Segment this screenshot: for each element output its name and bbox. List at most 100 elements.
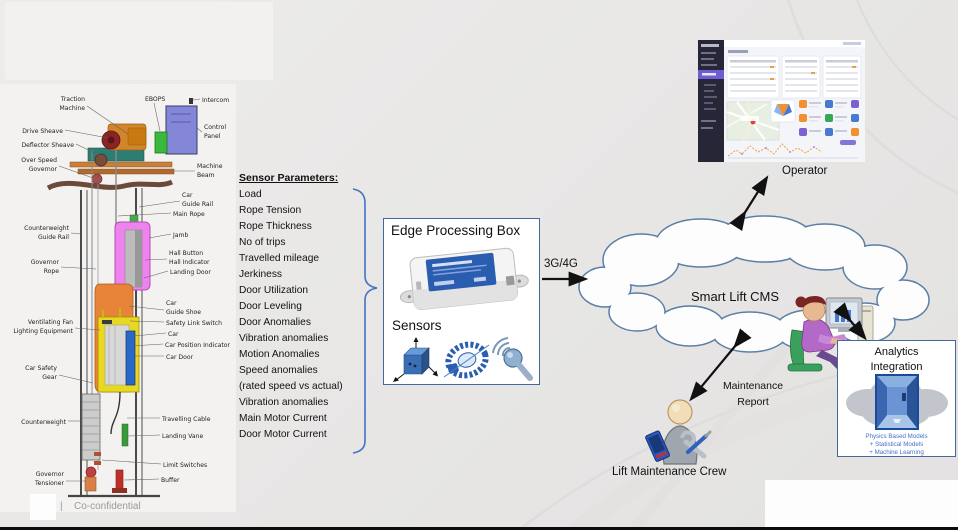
sensor-parameter-item: Travelled mileage xyxy=(239,253,320,264)
svg-text:Traction: Traction xyxy=(60,96,85,103)
edge-processing-box-title: Edge Processing Box xyxy=(391,223,521,238)
proximity-sensor-icon xyxy=(492,337,533,381)
sensor-parameter-item: Rope Thickness xyxy=(239,221,312,232)
svg-text:Limit Switches: Limit Switches xyxy=(163,462,207,469)
svg-text:Control: Control xyxy=(204,124,226,131)
sensor-parameters-brace xyxy=(352,188,378,454)
edge-processing-box: Edge Processing Box Sensors xyxy=(383,218,540,385)
sensor-parameter-item: Vibration anomalies xyxy=(239,333,329,344)
svg-text:Governor: Governor xyxy=(29,166,58,173)
svg-text:Landing Door: Landing Door xyxy=(170,269,211,276)
sensor-parameter-item: (rated speed vs actual) xyxy=(239,381,343,392)
operator-dashboard-screenshot xyxy=(698,40,865,162)
svg-text:Car Position Indicator: Car Position Indicator xyxy=(165,342,231,349)
sensor-parameter-item: Vibration anomalies xyxy=(239,397,329,408)
svg-text:Panel: Panel xyxy=(204,133,221,140)
svg-text:Beam: Beam xyxy=(197,172,215,179)
sensor-parameters-list: Sensor Parameters: Load Rope Tension Rop… xyxy=(239,172,364,443)
elevator-labels-right: EBOPS Intercom Control Panel Machine Bea… xyxy=(101,96,231,484)
counterweight xyxy=(81,393,101,461)
svg-text:Guide Rail: Guide Rail xyxy=(182,201,213,208)
analytics-cloud-graphic xyxy=(846,374,948,430)
svg-text:Buffer: Buffer xyxy=(161,477,180,484)
lift-interior-image xyxy=(875,374,919,430)
sensor-parameter-item: Motion Anomalies xyxy=(239,349,320,360)
landing-door xyxy=(114,214,151,291)
svg-text:Car: Car xyxy=(182,192,193,199)
landing-vane xyxy=(121,423,129,447)
svg-text:Main Rope: Main Rope xyxy=(173,211,205,218)
svg-text:Landing Vane: Landing Vane xyxy=(162,433,204,440)
control-panel xyxy=(165,105,198,155)
bottom-right-panel xyxy=(765,480,958,527)
analytics-title: Analytics xyxy=(874,346,919,358)
svg-text:EBOPS: EBOPS xyxy=(145,96,165,103)
svg-text:Machine: Machine xyxy=(197,163,223,170)
sensor-parameters-title: Sensor Parameters: xyxy=(239,172,339,184)
svg-text:Travelling Cable: Travelling Cable xyxy=(161,416,211,423)
svg-text:Deflector Sheave: Deflector Sheave xyxy=(21,142,74,149)
sensor-icons xyxy=(393,337,533,382)
svg-text:Machine: Machine xyxy=(59,105,85,112)
analytics-item: + Statistical Models xyxy=(869,441,924,448)
edge-device-image xyxy=(399,247,529,311)
svg-text:Lighting Equipment: Lighting Equipment xyxy=(13,328,73,335)
deflector-sheave xyxy=(94,153,108,167)
network-link-label: 3G/4G xyxy=(544,258,578,270)
svg-text:Jamb: Jamb xyxy=(172,232,188,239)
travelling-cable xyxy=(110,391,121,435)
ebops-box xyxy=(154,131,168,154)
header-placeholder-panel xyxy=(5,2,273,80)
elevator-diagram: Traction Machine Drive Sheave Deflector … xyxy=(13,96,231,498)
footer-confidential: Co-confidential xyxy=(74,501,141,512)
svg-text:Over Speed: Over Speed xyxy=(21,157,57,164)
sensors-label: Sensors xyxy=(392,318,442,333)
footer-divider: | xyxy=(60,501,63,512)
svg-text:Intercom: Intercom xyxy=(202,97,229,104)
machine-beam xyxy=(69,161,173,168)
sensor-parameter-item: Rope Tension xyxy=(239,205,302,216)
bottom-bar xyxy=(0,527,958,530)
maintenance-crew-label: Lift Maintenance Crew xyxy=(612,466,727,478)
sensor-parameter-item: Jerkiness xyxy=(239,269,283,280)
intercom xyxy=(189,98,193,104)
svg-text:Car: Car xyxy=(168,331,179,338)
sensor-parameter-item: Door Motor Current xyxy=(239,429,327,440)
sensor-parameter-item: No of trips xyxy=(239,237,286,248)
svg-text:Counterweight: Counterweight xyxy=(21,419,67,426)
sensor-parameter-item: Load xyxy=(239,189,262,200)
maintenance-report-label: Maintenance Report xyxy=(722,380,784,408)
svg-text:Car Safety: Car Safety xyxy=(25,365,57,372)
svg-text:Governor: Governor xyxy=(31,259,60,266)
svg-text:Hall Button: Hall Button xyxy=(169,250,203,257)
footer-logo-placeholder xyxy=(30,494,56,520)
svg-text:Rope: Rope xyxy=(44,268,60,275)
svg-text:Gear: Gear xyxy=(42,374,57,381)
overspeed-governor xyxy=(91,173,103,185)
sensor-parameter-item: Door Anomalies xyxy=(239,317,311,328)
svg-text:Counterweight: Counterweight xyxy=(24,225,70,232)
sensor-parameter-item: Speed anomalies xyxy=(239,365,318,376)
svg-text:Ventilating Fan: Ventilating Fan xyxy=(28,319,73,326)
governor-tensioner xyxy=(85,466,97,478)
buffer xyxy=(115,469,124,491)
sensor-parameter-item: Door Utilization xyxy=(239,285,309,296)
svg-text:Guide Shoe: Guide Shoe xyxy=(166,309,201,316)
smart-lift-cms-cloud: Smart Lift CMS xyxy=(578,215,930,353)
analytics-item: + Machine Learning xyxy=(869,449,924,456)
svg-text:Governor: Governor xyxy=(36,471,65,478)
sensor-parameter-item: Door Leveling xyxy=(239,301,302,312)
operator-label: Operator xyxy=(782,165,828,177)
elevator-labels-left: Traction Machine Drive Sheave Deflector … xyxy=(13,96,129,487)
svg-text:Hall Indicator: Hall Indicator xyxy=(169,259,210,266)
analytics-integration-box: Analytics Integration P xyxy=(837,340,956,457)
cloud-label: Smart Lift CMS xyxy=(691,289,779,304)
svg-text:Safety Link Switch: Safety Link Switch xyxy=(166,320,222,327)
svg-text:Car: Car xyxy=(166,300,177,307)
svg-text:Tensioner: Tensioner xyxy=(34,480,65,487)
analytics-item: Physics Based Models xyxy=(865,433,928,440)
sensor-parameter-item: Main Motor Current xyxy=(239,413,327,424)
svg-text:Guide Rail: Guide Rail xyxy=(38,234,69,241)
rotary-encoder-icon xyxy=(443,341,490,379)
